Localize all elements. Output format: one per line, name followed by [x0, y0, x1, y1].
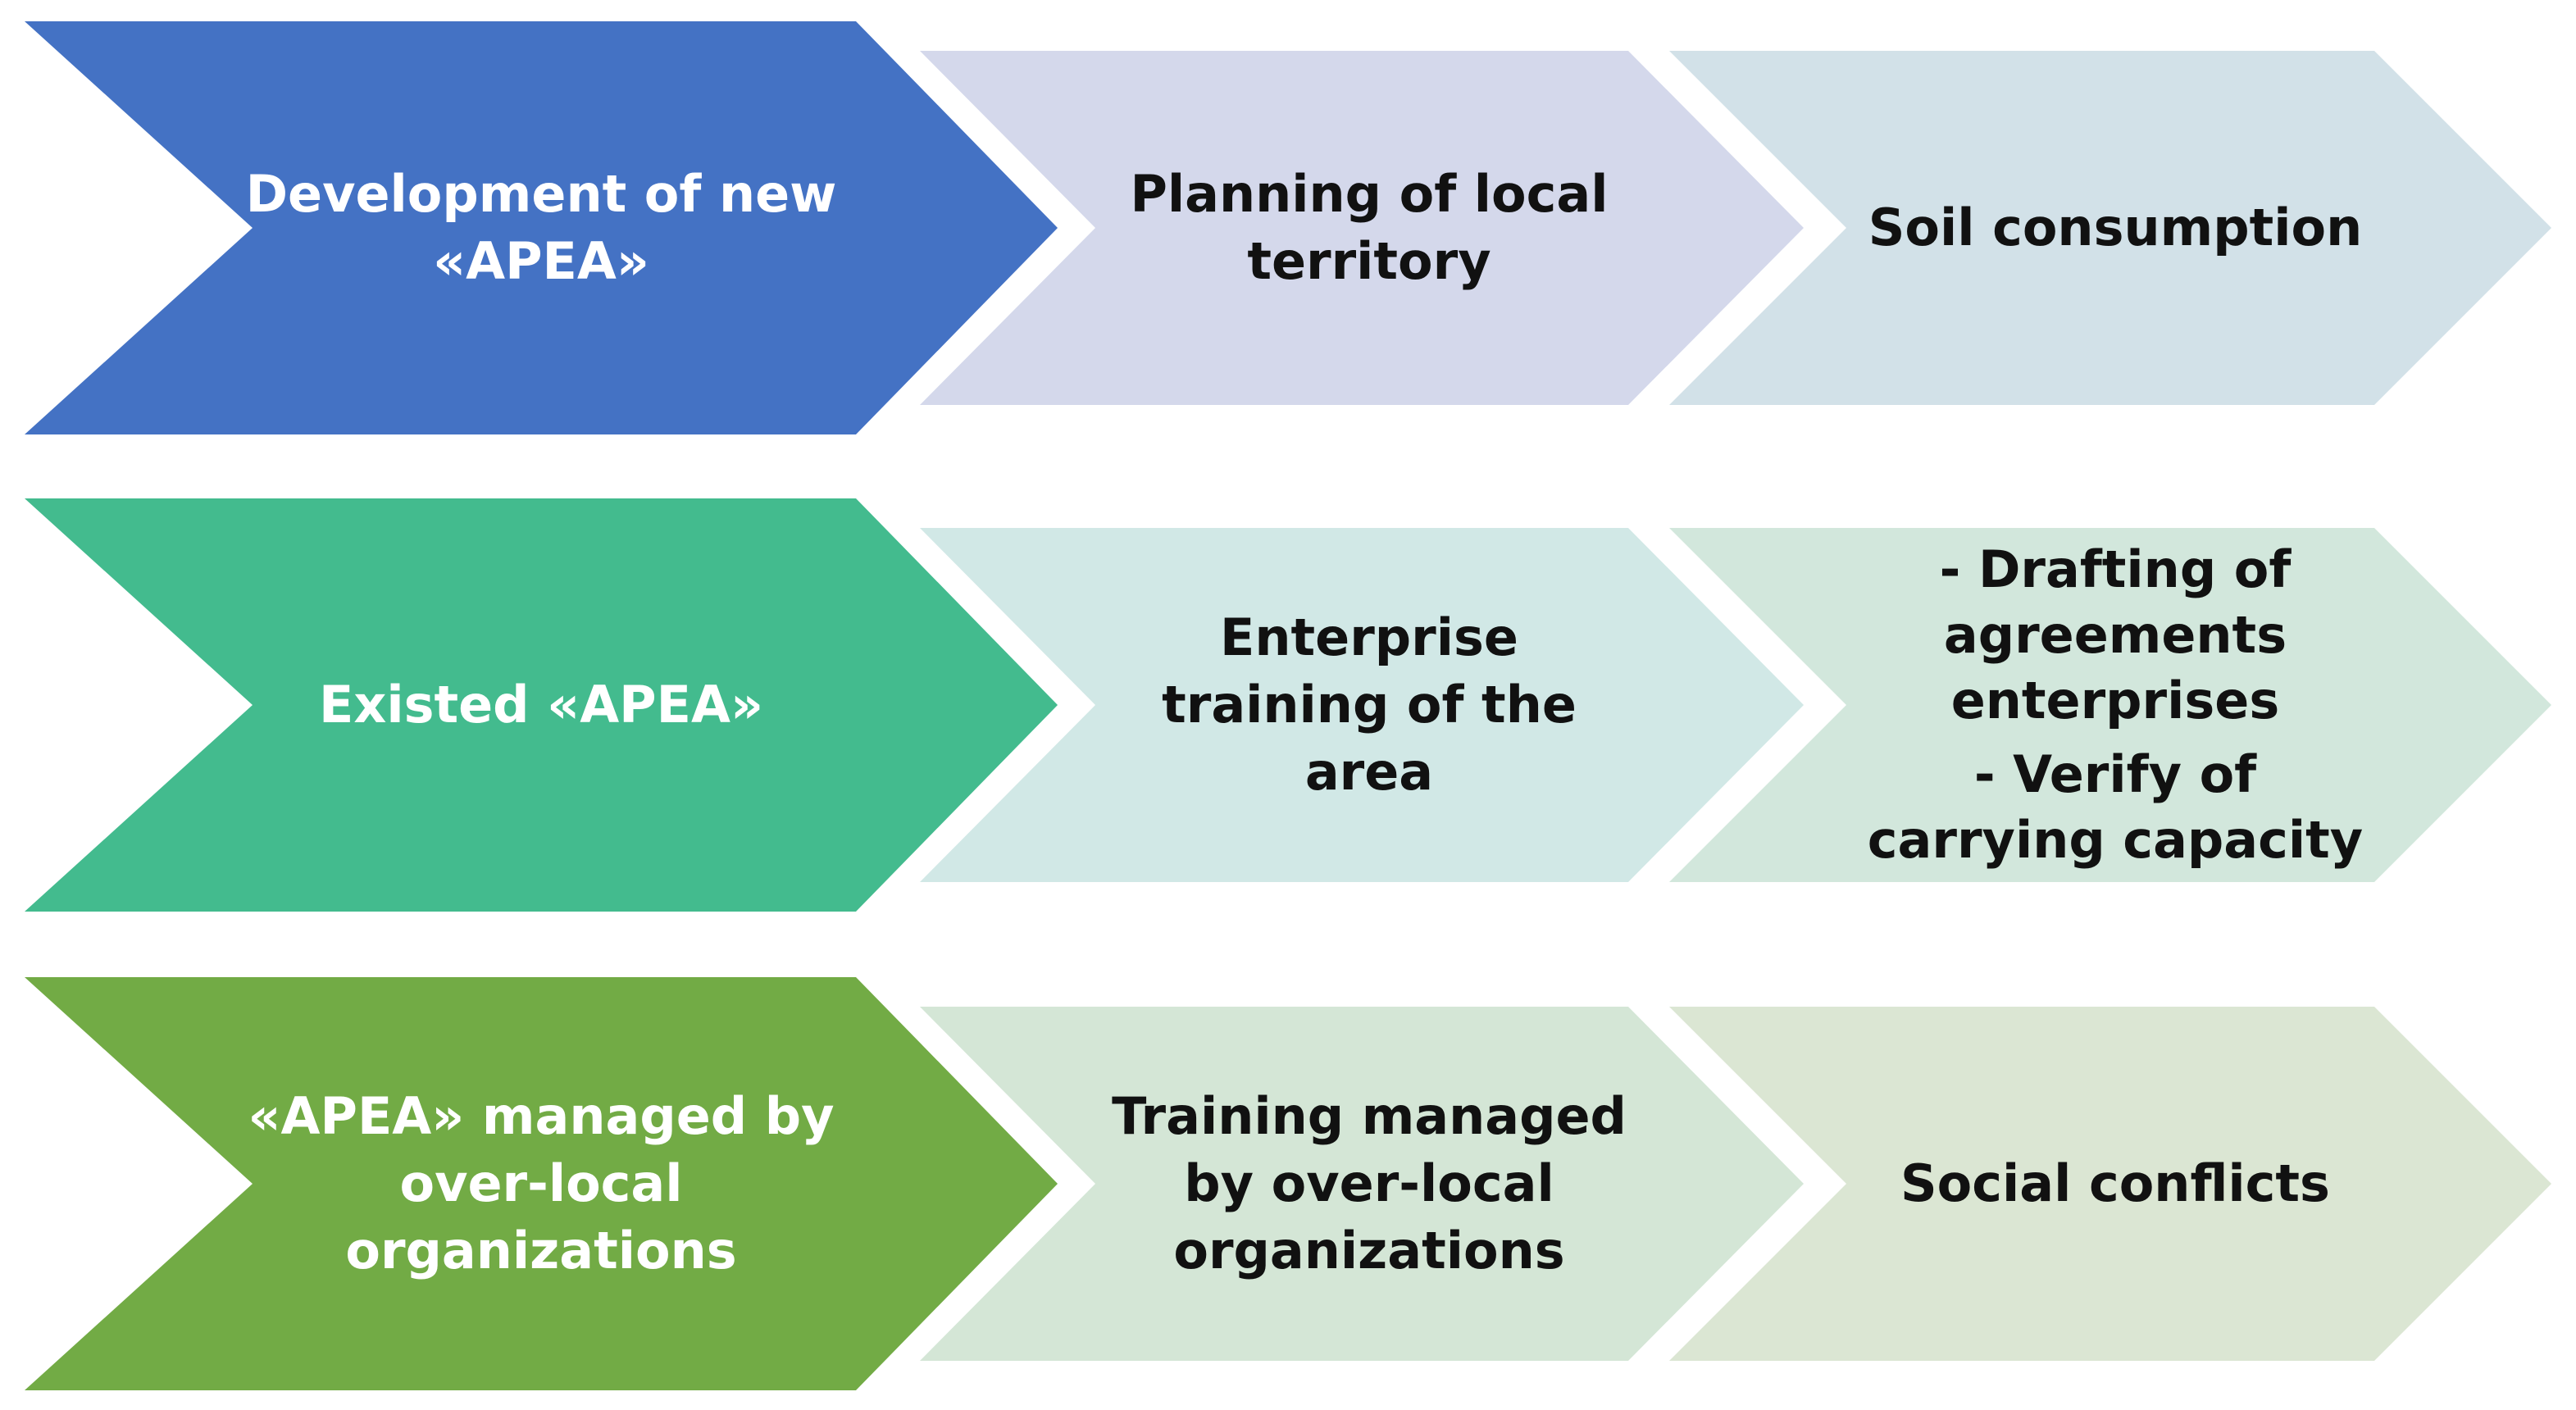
row-3-primary-chevron — [25, 977, 1058, 1390]
row-3-primary-label-line-3: organizations — [345, 1221, 737, 1280]
row-3-step-2-label-line-3: organizations — [1173, 1221, 1565, 1280]
row-2-step-3-label-bullet-1-line-3: enterprises — [1950, 671, 2280, 730]
row-2-primary-chevron — [25, 498, 1058, 912]
row-1-primary-label-line-2: «APEA» — [433, 231, 649, 291]
row-2-step-2-chevron — [920, 528, 1804, 882]
row-2-step-3-label-bullet-2-line-2: carrying capacity — [1867, 810, 2364, 870]
row-3-step-2-label-line-1: Training managed — [1112, 1086, 1627, 1146]
row-1-step-2-chevron — [920, 51, 1804, 405]
row-3-primary-label-line-2: over-local — [399, 1153, 683, 1213]
row-1-primary-label: Development of new «APEA» — [213, 21, 869, 434]
row-2-primary-label: Existed «APEA» — [213, 498, 869, 912]
row-2-step-2-label-line-3: area — [1304, 742, 1434, 802]
row-3-primary-label: «APEA» managed by over-local organizations — [213, 977, 869, 1390]
row-3-step-2-label: Training managed by over-local organizatio… — [1066, 1007, 1673, 1361]
row-3-step-3-label: Social conflicts — [1812, 990, 2419, 1377]
row-1-step-3-label: Soil consumption — [1812, 34, 2419, 421]
row-3-step-3-label-line-1: Social conflicts — [1900, 1153, 2330, 1213]
row-3-step-2-label-line-2: by over-local — [1184, 1153, 1554, 1213]
row-2-step-3-label-bullet-1-line-2: agreements — [1943, 605, 2287, 665]
row-2-step-2-label-line-2: training of the — [1162, 675, 1577, 735]
row-1-step-3-chevron — [1669, 51, 2551, 405]
row-2-step-3-chevron — [1669, 528, 2551, 882]
row-3-step-2-chevron — [920, 1007, 1804, 1361]
row-2-step-2-label: Enterprise training of the area — [1066, 528, 1673, 882]
row-1-step-3-label-line-1: Soil consumption — [1868, 198, 2363, 257]
row-1-step-2-label-line-2: territory — [1247, 231, 1491, 291]
row-3-step-3-chevron — [1669, 1007, 2551, 1361]
row-1-step-2-label-line-1: Planning of local — [1130, 164, 1609, 224]
row-2-step-2-label-line-1: Enterprise — [1220, 607, 1518, 667]
row-1-primary-chevron — [25, 21, 1058, 434]
row-2-primary-label-line-1: Existed «APEA» — [318, 675, 763, 735]
row-2-step-3-label-bullet-1-line-1: - Drafting of — [1939, 539, 2292, 599]
row-1-primary-label-line-1: Development of new — [245, 164, 837, 224]
row-1-step-2-label: Planning of local territory — [1066, 51, 1673, 405]
row-3-primary-label-line-1: «APEA» managed by — [248, 1086, 835, 1146]
row-2-step-3-label-bullet-2-line-1: - Verify of — [1973, 744, 2257, 804]
